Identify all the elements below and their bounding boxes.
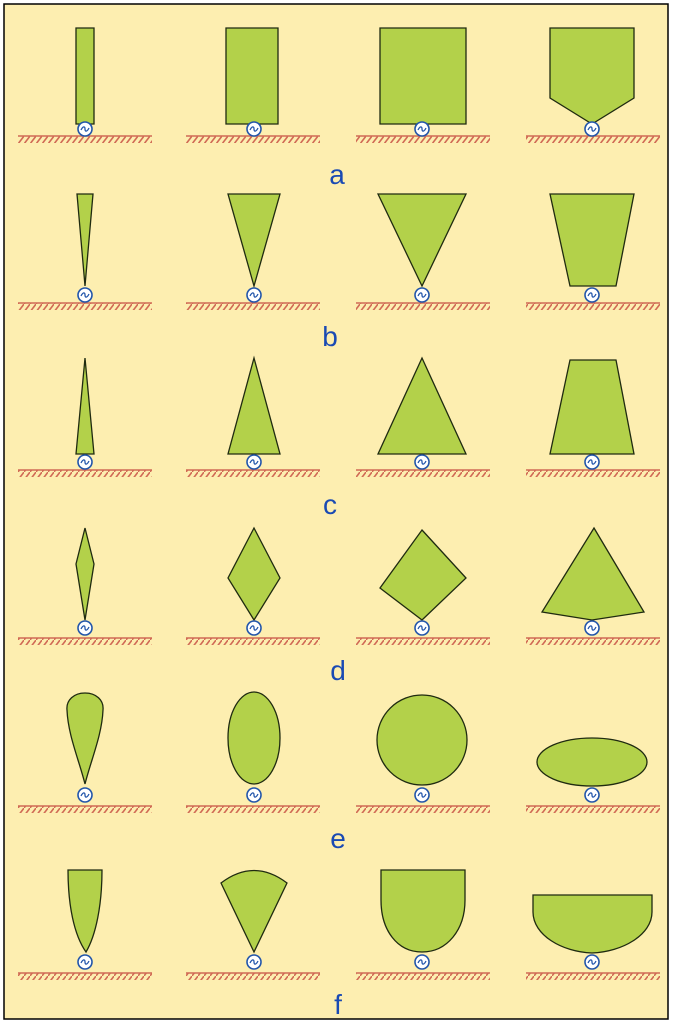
pivot-icon [585,288,599,302]
narrow-rectangle-shape [76,28,94,124]
ground-hatch [356,136,490,143]
ground-hatch [186,973,320,980]
ground-hatch [18,638,152,645]
ground-hatch [186,303,320,310]
pivot-icon [78,288,92,302]
pivot-icon [415,955,429,969]
pivot-icon [415,122,429,136]
ground-hatch [186,470,320,477]
ground-hatch [356,470,490,477]
ground-hatch [186,136,320,143]
ground-hatch [526,806,660,813]
horizontal-ellipse-shape [537,738,647,786]
ground-hatch [356,638,490,645]
pivot-icon [78,122,92,136]
row-label-c: c [323,489,337,520]
pivot-icon [585,122,599,136]
ground-hatch [356,973,490,980]
ground-hatch [526,973,660,980]
ground-hatch [526,638,660,645]
ground-hatch [356,806,490,813]
ellipse-shape [228,692,280,784]
ground-hatch [526,136,660,143]
ground-hatch [18,136,152,143]
ground-hatch [186,638,320,645]
pivot-icon [415,455,429,469]
circle-shape [377,695,467,785]
rectangle-shape [226,28,278,124]
ground-hatch [526,303,660,310]
ground-hatch [18,303,152,310]
pivot-icon [247,955,261,969]
pivot-icon [247,122,261,136]
pivot-icon [585,455,599,469]
row-label-a: a [329,159,345,190]
pivot-icon [415,288,429,302]
ground-hatch [186,806,320,813]
pivot-icon [585,621,599,635]
pivot-icon [585,955,599,969]
pivot-icon [78,621,92,635]
ground-hatch [18,806,152,813]
pivot-icon [78,788,92,802]
pivot-icon [78,955,92,969]
pivot-icon [415,621,429,635]
pivot-icon [415,788,429,802]
pivot-icon [585,788,599,802]
row-label-e: e [330,823,346,854]
square-shape [380,28,466,124]
row-label-b: b [322,321,338,352]
pivot-icon [78,455,92,469]
pivot-icon [247,455,261,469]
pivot-icon [247,288,261,302]
ground-hatch [356,303,490,310]
row-label-d: d [330,655,346,686]
ground-hatch [526,470,660,477]
ground-hatch [18,973,152,980]
pivot-icon [247,621,261,635]
row-label-f: f [334,989,342,1020]
ground-hatch [18,470,152,477]
pivot-icon [247,788,261,802]
